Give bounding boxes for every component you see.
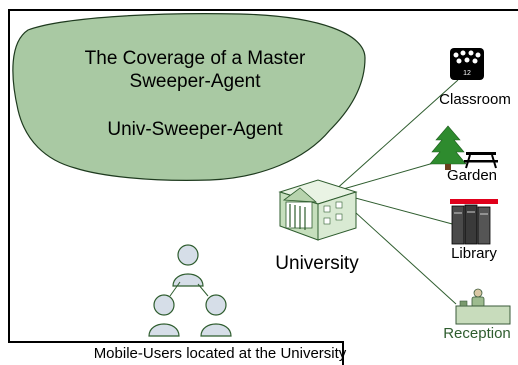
cloud-title-line-2: Sweeper-Agent	[129, 71, 261, 92]
reception-desk-icon	[455, 288, 511, 325]
cloud-title-line-1: The Coverage of a Master	[84, 48, 306, 69]
mobile-users-label: Mobile-Users located at the University	[93, 345, 347, 362]
link-garden	[332, 159, 445, 193]
user-icon-left	[148, 294, 180, 337]
user-icon-right	[200, 294, 232, 337]
classroom-badge: 12	[463, 70, 471, 77]
user-link-right	[197, 283, 209, 297]
university-building-icon	[278, 179, 358, 241]
classroom-label: Classroom	[439, 91, 511, 108]
cloud-agent-name: Univ-Sweeper-Agent	[107, 119, 283, 140]
garden-label: Garden	[446, 167, 498, 184]
books-icon	[450, 199, 498, 245]
frame-border-right	[342, 341, 344, 365]
frame-border-top	[8, 9, 518, 11]
user-link-left	[169, 281, 181, 297]
frame-border-bottom	[8, 341, 343, 343]
tree-picnic-table-icon	[429, 125, 498, 170]
coverage-cloud-shape	[12, 13, 366, 181]
classroom-icon: 12	[450, 48, 484, 80]
reception-label: Reception	[443, 325, 511, 342]
link-classroom	[332, 79, 459, 193]
user-icon-top	[172, 244, 204, 287]
library-label: Library	[451, 245, 497, 262]
frame-border-left	[8, 9, 10, 343]
university-label: University	[275, 253, 359, 274]
